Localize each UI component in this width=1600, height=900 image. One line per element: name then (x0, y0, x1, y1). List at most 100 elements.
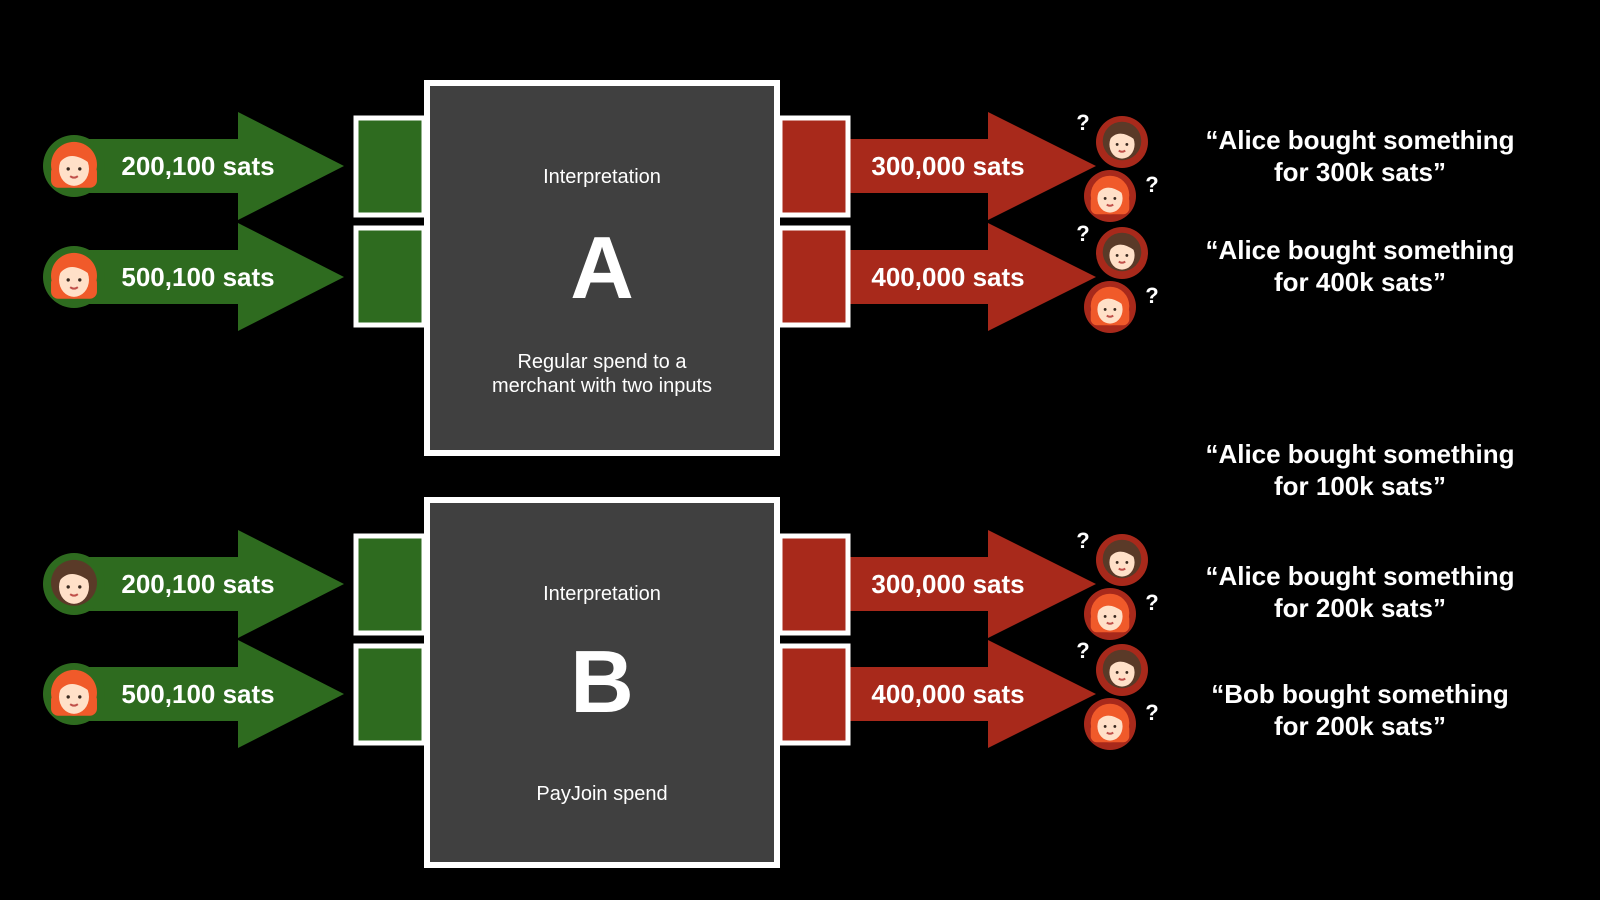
interpretation-letter: B (570, 632, 634, 731)
avatar-eye (1115, 254, 1119, 257)
avatar-mouth (1118, 149, 1126, 153)
question-mark-icon: ? (1145, 700, 1158, 725)
avatar-fringe (1095, 291, 1125, 306)
question-mark-icon: ? (1076, 110, 1089, 135)
output-amount-label: 300,000 sats (871, 569, 1024, 599)
bob-avatar-icon (1096, 534, 1148, 586)
interpretation-description: PayJoin spend (536, 783, 667, 805)
avatar-face (59, 262, 89, 297)
avatar-mouth (69, 175, 79, 179)
output-arrow (848, 112, 1096, 220)
avatar-mouth (1106, 314, 1114, 318)
avatar-face (59, 679, 89, 714)
avatar-fringe (1107, 237, 1137, 252)
alice-avatar-icon (43, 663, 105, 725)
quote-bob-200k: “Bob bought something for 200k sats” (1150, 678, 1570, 742)
alice-avatar-icon (43, 246, 105, 308)
input-amount-label: 200,100 sats (121, 569, 274, 599)
avatar-eye (1103, 308, 1107, 311)
question-mark-icon: ? (1076, 221, 1089, 246)
avatar-face (1097, 602, 1123, 631)
alice-avatar-icon (1084, 698, 1136, 750)
avatar-mouth (1106, 731, 1114, 735)
avatar-eye (66, 695, 70, 699)
avatar-face (1097, 184, 1123, 213)
avatar-eye (1103, 725, 1107, 728)
interpretation-letter: A (570, 218, 634, 317)
avatar-fringe (57, 675, 91, 693)
avatar-eye (1113, 308, 1117, 311)
alice-avatar-icon (43, 135, 105, 197)
output-arrow (848, 530, 1096, 638)
output-arrow (848, 223, 1096, 331)
quote-line: “Alice bought something (1205, 235, 1515, 265)
interpretation-description: Regular spend to a (517, 351, 687, 373)
avatar-fringe (57, 565, 91, 583)
avatar-fringe (1107, 544, 1137, 559)
question-mark-icon: ? (1145, 283, 1158, 308)
avatar-mouth (1106, 621, 1114, 625)
question-mark-icon: ? (1145, 172, 1158, 197)
avatar-fringe (57, 147, 91, 165)
avatar-eye (1115, 561, 1119, 564)
quote-line: “Alice bought something (1205, 439, 1515, 469)
output-amount-label: 300,000 sats (871, 151, 1024, 181)
avatar-mouth (69, 286, 79, 290)
avatar-eye (66, 585, 70, 589)
bob-avatar-icon (1096, 116, 1148, 168)
avatar-eye (1115, 671, 1119, 674)
question-mark-icon: ? (1145, 590, 1158, 615)
input-amount-label: 500,100 sats (121, 679, 274, 709)
avatar-face (1109, 658, 1135, 687)
input-box (353, 225, 427, 328)
output-amount-label: 400,000 sats (871, 679, 1024, 709)
avatar-mouth (1106, 203, 1114, 207)
avatar-fringe (57, 258, 91, 276)
avatar-face (1097, 712, 1123, 741)
output-box (777, 643, 851, 746)
avatar-mouth (1118, 567, 1126, 571)
avatar-fringe (1095, 180, 1125, 195)
avatar-eye (78, 695, 82, 699)
avatar-mouth (1118, 260, 1126, 264)
output-box (777, 533, 851, 636)
quote-line: “Alice bought something (1205, 125, 1515, 155)
avatar-eye (1115, 143, 1119, 146)
quote-line: for 300k sats” (1274, 157, 1446, 187)
transaction-box-b (424, 497, 780, 868)
avatar-face (1109, 548, 1135, 577)
bob-avatar-icon (1096, 644, 1148, 696)
avatar-eye (78, 278, 82, 282)
avatar-face (1109, 130, 1135, 159)
avatar-fringe (1095, 708, 1125, 723)
interpretation-description: merchant with two inputs (492, 375, 712, 397)
quote-line: “Alice bought something (1205, 561, 1515, 591)
avatar-eye (1113, 197, 1117, 200)
output-amount-label: 400,000 sats (871, 262, 1024, 292)
input-arrow (74, 112, 344, 220)
input-amount-label: 200,100 sats (121, 151, 274, 181)
quote-line: for 400k sats” (1274, 267, 1446, 297)
avatar-eye (1125, 671, 1129, 674)
avatar-eye (78, 585, 82, 589)
input-arrow (74, 640, 344, 748)
avatar-eye (1113, 725, 1117, 728)
avatar-mouth (69, 593, 79, 597)
avatar-eye (66, 278, 70, 282)
interpretation-caption: Interpretation (543, 583, 661, 605)
input-box (353, 533, 427, 636)
quote-line: for 100k sats” (1274, 471, 1446, 501)
avatar-face (59, 569, 89, 604)
input-amount-label: 500,100 sats (121, 262, 274, 292)
avatar-mouth (1118, 677, 1126, 681)
avatar-face (1109, 241, 1135, 270)
avatar-eye (1113, 615, 1117, 618)
input-box (353, 643, 427, 746)
question-mark-icon: ? (1076, 638, 1089, 663)
quote-alice-300k: “Alice bought something for 300k sats” (1150, 124, 1570, 188)
avatar-eye (1125, 143, 1129, 146)
question-mark-icon: ? (1076, 528, 1089, 553)
avatar-fringe (1107, 654, 1137, 669)
